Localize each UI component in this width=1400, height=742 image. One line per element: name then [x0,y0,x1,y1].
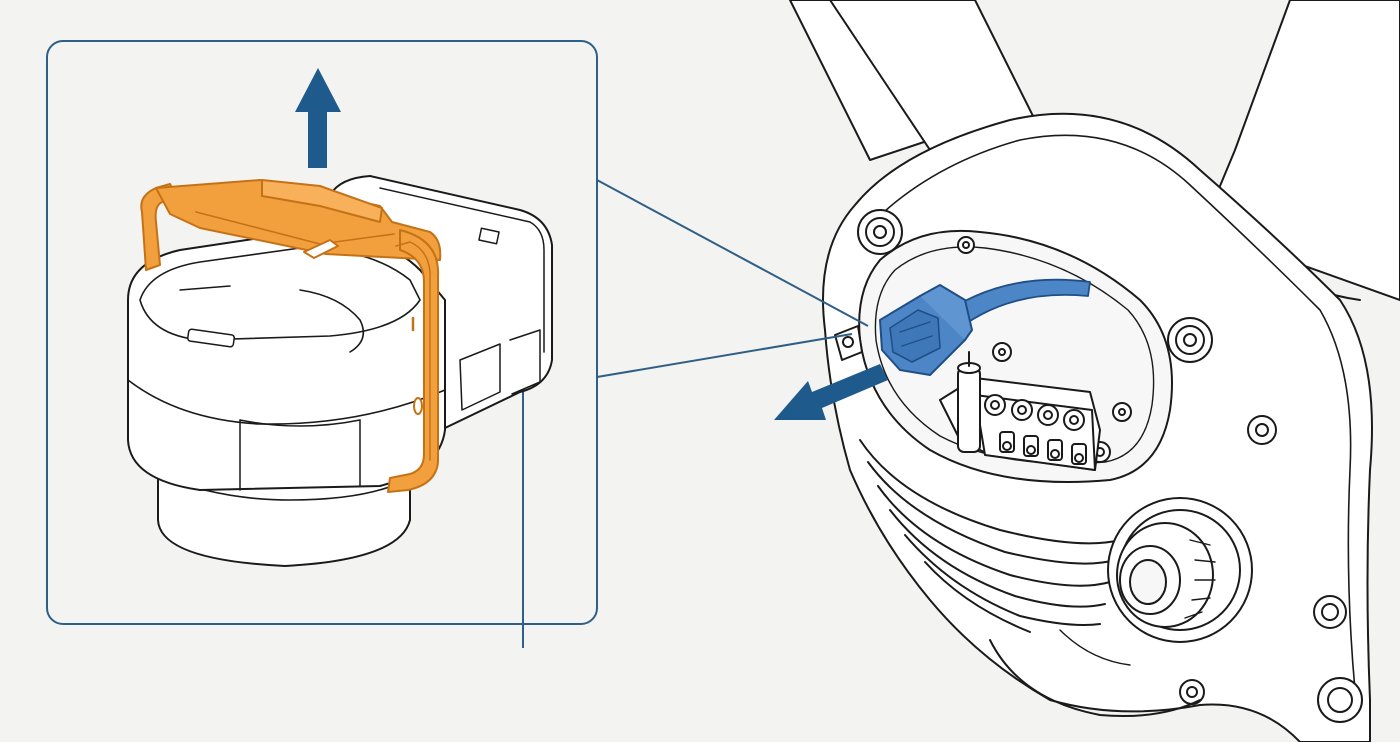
callout-leader-bottom [596,333,853,378]
locking-latch [140,179,442,493]
connector-enlarged [127,175,553,567]
motor-connector-plug [879,284,973,376]
mounting-bolts [857,209,1363,723]
cooling-fins [859,439,1121,633]
crank-spindle [1107,497,1253,643]
arrow-left-down-icon [774,364,888,420]
connector-cable [934,278,1091,337]
arrow-up-icon [295,68,341,168]
callout-leader-top [596,179,869,327]
terminal-block [939,351,1101,471]
callout-frame [46,40,598,625]
motor-unit [789,0,1400,742]
side-bracket [834,325,863,361]
